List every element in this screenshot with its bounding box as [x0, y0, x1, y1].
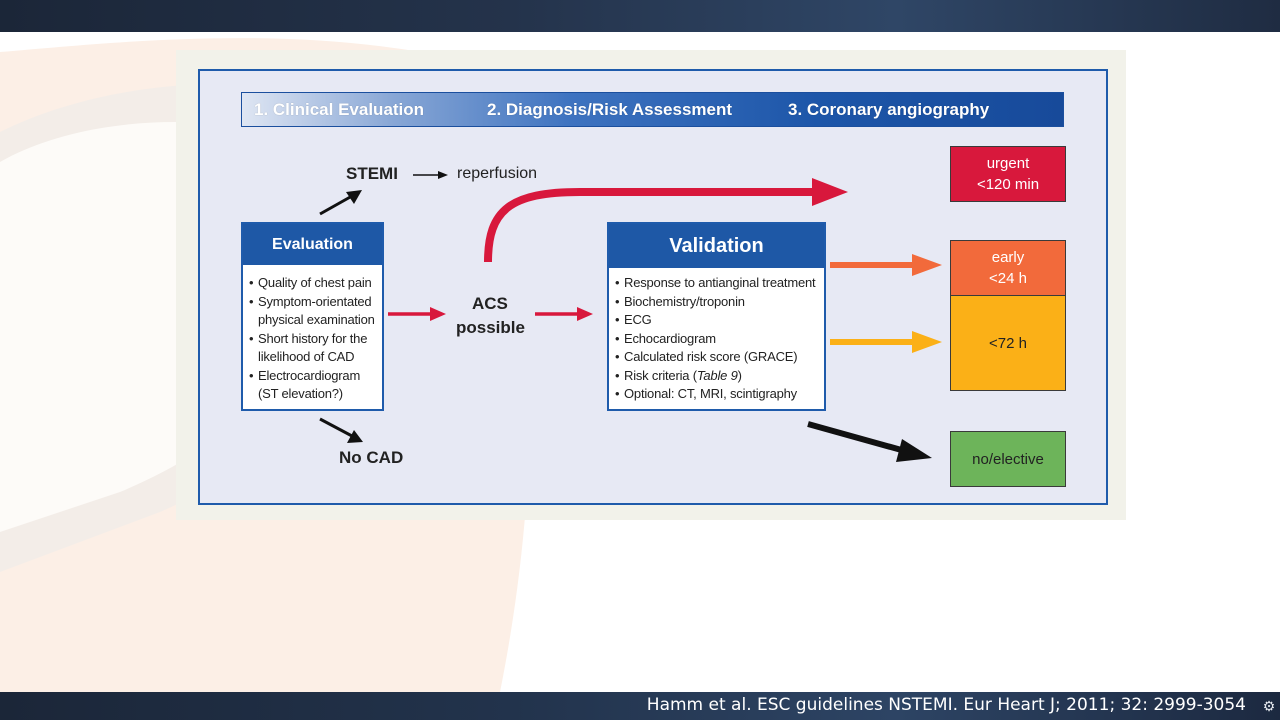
arrow-to-reperfusion — [413, 171, 448, 179]
urgent-label: urgent — [986, 155, 1030, 172]
validation-title: Validation — [609, 224, 824, 268]
evaluation-title: Evaluation — [243, 224, 382, 265]
step-coronary-angiography: 3. Coronary angiography — [788, 100, 990, 119]
stemi-label: STEMI — [346, 164, 398, 183]
table-9-reference: Table 9 — [696, 367, 738, 383]
list-item: physical examination — [258, 312, 375, 327]
72h-label: <72 h — [989, 334, 1027, 352]
arrow-to-elective — [807, 421, 932, 462]
acs-possible-label: possible — [456, 318, 525, 337]
step-clinical-evaluation: 1. Clinical Evaluation — [254, 100, 425, 119]
list-item: Quality of chest pain — [249, 274, 378, 293]
arrow-to-early — [830, 254, 942, 276]
no-cad-label: No CAD — [339, 448, 404, 467]
list-item: Short history for the — [249, 330, 378, 349]
list-item: Calculated risk score (GRACE) — [615, 348, 820, 367]
list-item: Electrocardiogram — [249, 367, 378, 386]
settings-icon[interactable]: ⚙ — [1262, 698, 1276, 714]
validation-list: Response to antianginal treatment Bioche… — [609, 268, 824, 404]
evaluation-list: Quality of chest pain Symptom-orientated… — [243, 265, 382, 404]
arrow-to-stemi — [319, 190, 362, 216]
citation-text: Hamm et al. ESC guidelines NSTEMI. Eur H… — [646, 695, 1246, 715]
bottom-banner — [0, 692, 1280, 720]
steps-header-bar — [241, 92, 1064, 127]
validation-box: Validation Response to antianginal treat… — [607, 222, 826, 411]
list-item: (ST elevation?) — [258, 386, 343, 401]
72h-outcome-box: <72 h — [950, 295, 1066, 391]
reperfusion-label: reperfusion — [457, 165, 538, 182]
list-item: Risk criteria (Table 9) — [615, 367, 820, 386]
early-outcome-box: early <24 h — [950, 240, 1066, 296]
elective-outcome-box: no/elective — [950, 431, 1066, 487]
elective-label: no/elective — [972, 450, 1044, 468]
step-diagnosis-risk-assessment: 2. Diagnosis/Risk Assessment — [487, 100, 733, 119]
list-item: Echocardiogram — [615, 330, 820, 349]
list-item: Response to antianginal treatment — [615, 274, 820, 293]
arrow-to-validation — [535, 307, 593, 321]
urgent-time-label: <120 min — [976, 176, 1040, 193]
list-item: Symptom-orientated — [249, 293, 378, 312]
list-item: Optional: CT, MRI, scintigraphy — [615, 385, 820, 404]
acs-label: ACS — [472, 294, 508, 313]
early-time-label: <24 h — [989, 270, 1027, 287]
list-item: ECG — [615, 311, 820, 330]
urgent-outcome-box: urgent <120 min — [950, 146, 1066, 202]
early-label: early — [991, 249, 1025, 266]
arrow-to-72h — [830, 331, 942, 353]
list-item: likelihood of CAD — [258, 349, 355, 364]
arrow-to-no-cad — [319, 417, 363, 443]
evaluation-box: Evaluation Quality of chest pain Symptom… — [241, 222, 384, 411]
arrow-to-acs — [388, 307, 446, 321]
arrow-to-urgent — [484, 178, 848, 263]
list-item: Biochemistry/troponin — [615, 293, 820, 312]
top-banner — [0, 0, 1280, 32]
